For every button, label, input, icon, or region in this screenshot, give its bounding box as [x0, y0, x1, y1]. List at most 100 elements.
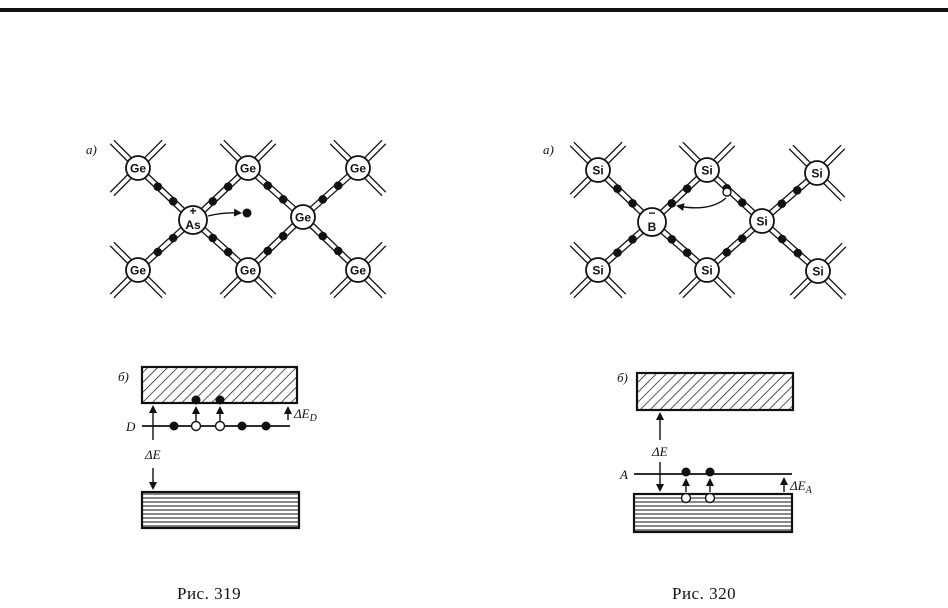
- fig319-valence-band: [140, 490, 301, 530]
- fig320-acceptor-gap-label: ΔEA: [789, 478, 813, 496]
- fig319-level-hole: [190, 420, 202, 432]
- valence-electron: [168, 233, 178, 243]
- fig319-electrons: [153, 181, 343, 257]
- valence-electron: [208, 233, 218, 243]
- fig320-panel-a-label: а): [543, 142, 554, 157]
- bond: [245, 214, 302, 269]
- atom-label: Ge: [130, 162, 146, 176]
- valence-electron: [737, 234, 747, 243]
- atom-label: Si: [812, 265, 823, 279]
- atom-label: Si: [811, 167, 822, 181]
- valence-electron: [318, 231, 328, 241]
- valence-electron: [153, 247, 163, 257]
- valence-electron: [737, 198, 747, 207]
- valence-electron: [792, 185, 802, 195]
- valence-electron: [318, 195, 328, 204]
- fig320-level-electron: [681, 467, 691, 477]
- valence-electron: [667, 234, 677, 244]
- fig319-free-electron: [242, 208, 252, 218]
- valence-electron: [682, 248, 692, 258]
- fig319-donor-gap-label: ΔED: [293, 406, 318, 424]
- host-atom: Si: [694, 157, 720, 183]
- host-atom: Ge: [345, 257, 371, 283]
- host-atom: Si: [585, 157, 611, 183]
- valence-electron: [333, 181, 343, 190]
- host-atom: Si: [694, 257, 720, 283]
- fig319-panel-a-label: а): [86, 142, 97, 157]
- fig319-band-diagram: б) D ΔE ΔED: [118, 365, 318, 530]
- valence-electron: [777, 234, 787, 244]
- host-atom: Ge: [235, 155, 261, 181]
- fig319-level-electron: [169, 421, 179, 431]
- fig319-caption: Рис. 319: [177, 584, 241, 603]
- atom-label: Si: [701, 264, 712, 278]
- valence-electron: [793, 248, 803, 258]
- fig319-level-electron: [237, 421, 247, 431]
- valence-electron: [168, 196, 178, 206]
- fig320-level-electron: [705, 467, 715, 477]
- valence-electron: [628, 234, 637, 244]
- valence-electron: [613, 248, 622, 258]
- valence-electron: [263, 246, 273, 256]
- fig320-band-hole: [680, 492, 692, 504]
- fig319-level-hole: [214, 420, 226, 432]
- atom-label: Si: [592, 164, 603, 178]
- valence-electron: [223, 247, 233, 257]
- host-atom: Si: [804, 160, 830, 186]
- host-atom: Si: [585, 257, 611, 283]
- atom-label: Si: [756, 215, 767, 229]
- fig320-band-diagram: б) A ΔE ΔEA: [617, 370, 813, 534]
- charge-sign: +: [189, 204, 196, 218]
- fig319-donor-level-label: D: [125, 419, 136, 434]
- host-atom: Ge: [290, 204, 316, 230]
- fig320-panel-b-label: б): [617, 370, 628, 385]
- fig320-hole: [722, 187, 732, 197]
- host-atom: Si: [749, 208, 775, 234]
- atom-label: Ge: [240, 264, 256, 278]
- fig319-level-electron: [261, 421, 271, 431]
- valence-electron: [278, 195, 288, 204]
- host-atom: Si: [805, 258, 831, 284]
- fig320-electrons: [613, 184, 803, 258]
- valence-electron: [613, 184, 622, 194]
- fig320-acceptor-level-label: A: [619, 467, 628, 482]
- atom-label: Ge: [350, 162, 366, 176]
- fig319-band-electron: [191, 395, 201, 405]
- fig320-band-hole: [704, 492, 716, 504]
- atom-label: As: [185, 218, 201, 232]
- fig319-free-electron-arrow: [207, 208, 242, 217]
- valence-electron: [628, 198, 637, 208]
- atom-label: Ge: [350, 264, 366, 278]
- bond: [249, 218, 306, 273]
- impurity-atom: B−: [637, 206, 667, 237]
- valence-electron: [682, 184, 692, 194]
- fig319-gap-label: ΔE: [144, 447, 161, 462]
- valence-electron: [223, 182, 233, 192]
- bond: [300, 218, 357, 273]
- valence-electron: [667, 198, 677, 208]
- charge-sign: −: [648, 206, 655, 220]
- valence-electron: [777, 199, 787, 209]
- fig319-band-electron: [215, 395, 225, 405]
- valence-electron: [208, 196, 218, 206]
- fig320-caption: Рис. 320: [672, 584, 736, 603]
- valence-electron: [263, 181, 273, 190]
- fig320-gap-label: ΔE: [651, 444, 668, 459]
- impurity-atom: As+: [178, 204, 208, 235]
- atom-label: B: [648, 220, 657, 234]
- atom-label: Ge: [240, 162, 256, 176]
- bond: [304, 214, 361, 269]
- host-atom: Ge: [125, 257, 151, 283]
- host-atom: Ge: [125, 155, 151, 181]
- host-atom: Ge: [235, 257, 261, 283]
- atom-label: Si: [592, 264, 603, 278]
- atom-label: Ge: [295, 211, 311, 225]
- fig320-capture-arrow: [676, 197, 727, 212]
- valence-electron: [153, 182, 163, 192]
- atom-label: Si: [701, 164, 712, 178]
- valence-electron: [278, 231, 288, 241]
